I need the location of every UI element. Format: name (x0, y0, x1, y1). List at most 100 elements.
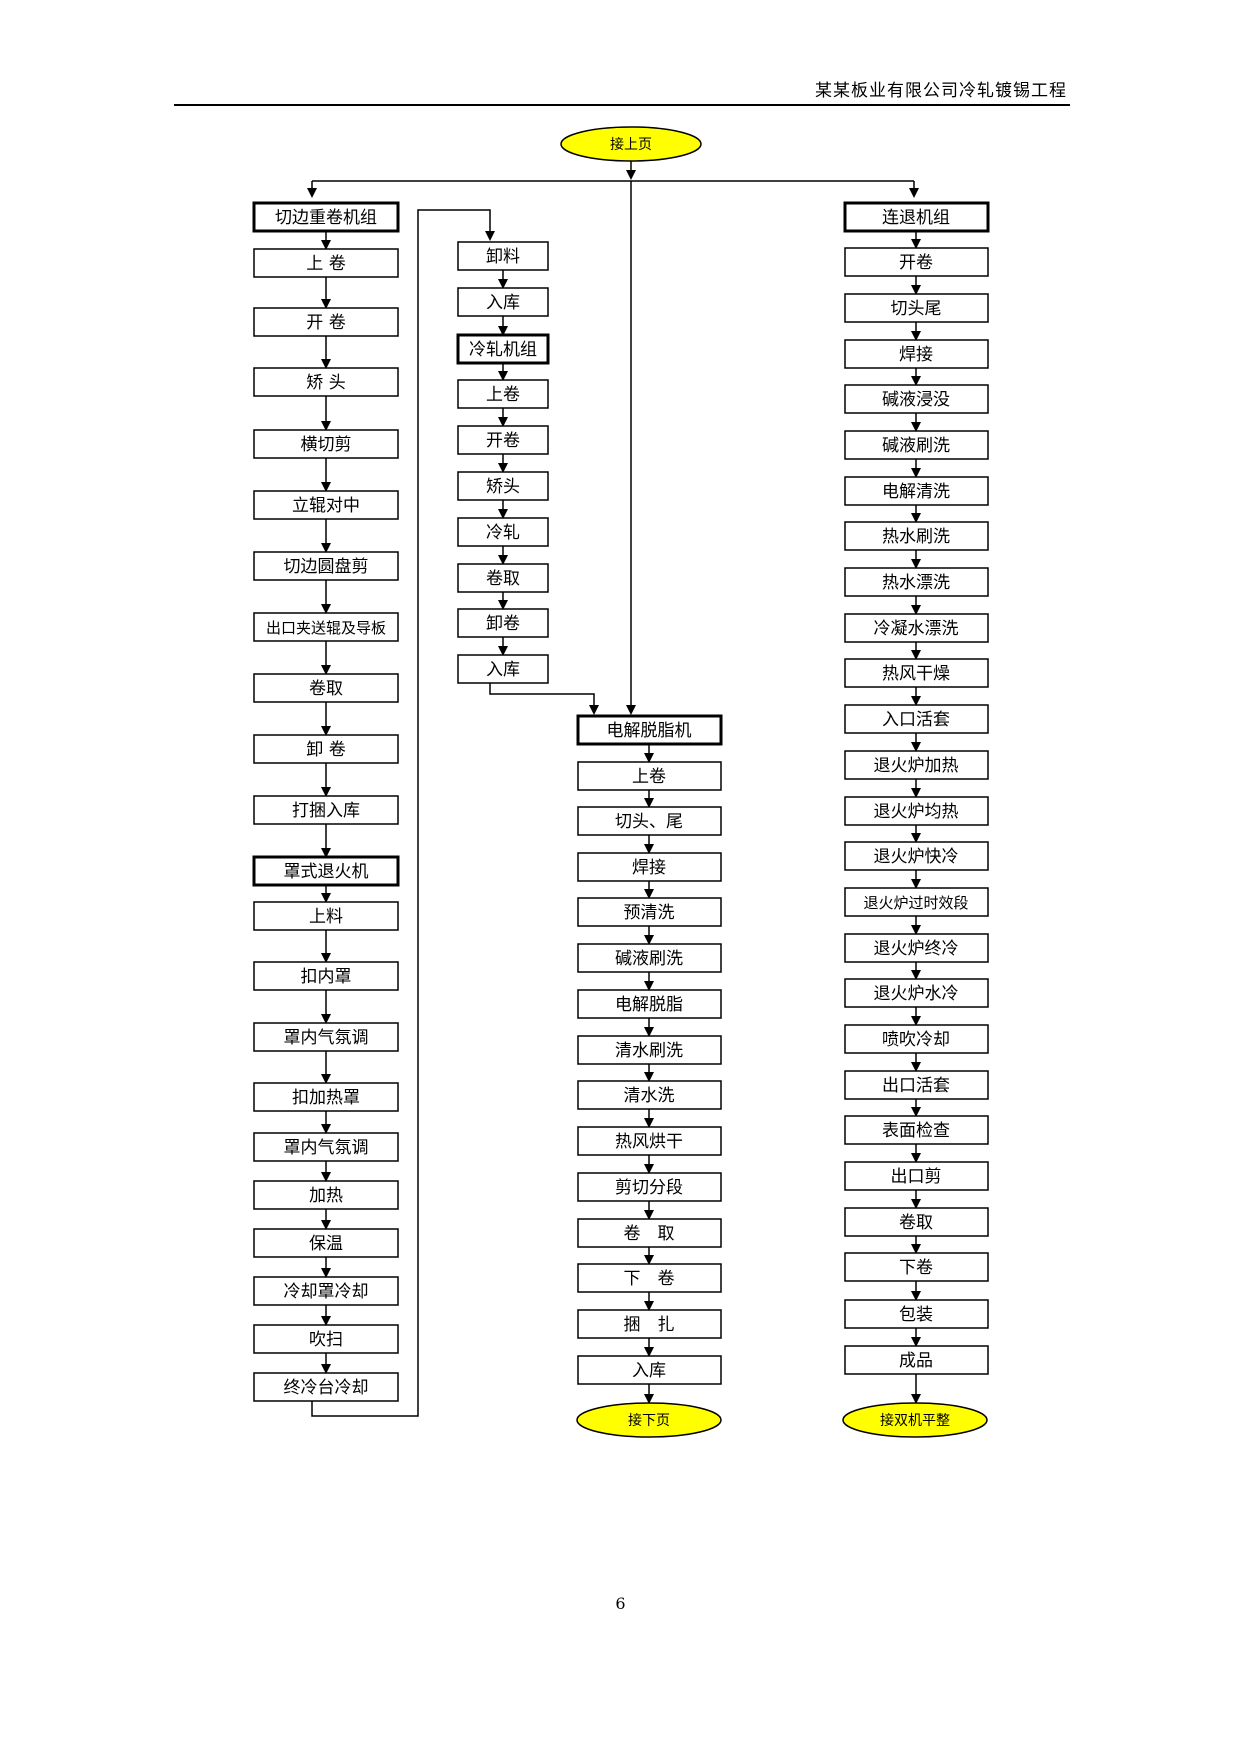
col1-step-frame (252, 855, 400, 887)
col4-step-label: 卷取 (899, 1213, 933, 1233)
col1-step-box: 扣内罩 (253, 961, 399, 991)
col2-step-label: 入库 (486, 660, 520, 680)
col4-step-label: 退火炉终冷 (874, 939, 959, 959)
col4-step-box: 切头尾 (844, 293, 989, 323)
col4-step-box: 出口活套 (844, 1070, 989, 1100)
col1-step-label: 扣内罩 (301, 967, 352, 987)
col4-step-label: 出口活套 (882, 1076, 950, 1096)
col4-step-box: 开卷 (844, 247, 989, 277)
header-rule (174, 104, 1070, 106)
col1-step-box: 上料 (253, 901, 399, 931)
col1-step-frame (253, 1082, 399, 1112)
col3-step-label: 电解脱脂机 (607, 721, 692, 741)
col4-step-label: 入口活套 (882, 710, 950, 730)
col2-step-box: 开卷 (457, 425, 549, 455)
col1-step-box: 卸 卷 (253, 734, 399, 764)
col4-step-box: 连退机组 (843, 201, 990, 233)
col4-step-frame (844, 567, 989, 597)
col1-step-label: 罩内气氛调 (284, 1138, 369, 1158)
col3-step-frame (577, 897, 722, 927)
col3-step-frame (577, 1309, 722, 1339)
col4-step-frame (844, 1161, 989, 1191)
col1-step-label: 终冷台冷却 (284, 1378, 369, 1398)
terminal-bottom-right-label: 接双机平整 (880, 1412, 950, 1429)
col2-step-label: 卸料 (486, 247, 520, 267)
col1-step-frame (253, 612, 399, 642)
col2-step-box: 卸卷 (457, 608, 549, 638)
col2-step-frame (456, 333, 550, 365)
col4-step-label: 连退机组 (882, 208, 950, 228)
col1-step-label: 罩式退火机 (284, 862, 369, 882)
col1-step-box: 加热 (253, 1180, 399, 1210)
col2-step-box: 卸料 (457, 241, 549, 271)
col1-step-label: 加热 (309, 1186, 343, 1206)
page-header-title: 某某板业有限公司冷轧镀锡工程 (815, 81, 1067, 101)
col1-step-frame (253, 795, 399, 825)
col3-step-frame (577, 761, 722, 791)
col1-step-box: 卷取 (253, 673, 399, 703)
col4-step-frame (844, 613, 989, 643)
col1-step-frame (253, 307, 399, 337)
col4-step-frame (844, 1207, 989, 1237)
col3-step-frame (577, 1218, 722, 1248)
col3-step-label: 热风烘干 (615, 1132, 683, 1152)
col3-step-frame (577, 989, 722, 1019)
col4-step-box: 退火炉均热 (844, 796, 989, 826)
col4-step-label: 退火炉快冷 (874, 847, 959, 867)
col4-step-frame (844, 339, 989, 369)
link-col2-to-col3 (489, 683, 599, 715)
col4-step-box: 热风干燥 (844, 658, 989, 688)
col2-step-box: 卷取 (457, 563, 549, 593)
col4-step-label: 退火炉加热 (874, 756, 959, 776)
col4-step-frame (844, 841, 989, 871)
col3-step-frame (577, 1080, 722, 1110)
col4-step-box: 热水漂洗 (844, 567, 989, 597)
col4-step-label: 下卷 (899, 1258, 933, 1278)
connector-lines (307, 161, 921, 1417)
col4-step-label: 包装 (899, 1305, 933, 1325)
terminal-top: 接上页 (560, 126, 702, 162)
col4-step-label: 成品 (899, 1351, 933, 1371)
col3-step-frame (577, 1035, 722, 1065)
col1-step-frame (253, 551, 399, 581)
col4-step-box: 表面检查 (844, 1115, 989, 1145)
col2-step-frame (457, 241, 549, 271)
col1-step-label: 切边重卷机组 (275, 208, 377, 228)
col4-step-box: 入口活套 (844, 704, 989, 734)
col4-step-label: 焊接 (899, 345, 933, 365)
col1-step-frame (253, 1022, 399, 1052)
col4-step-frame (844, 1252, 989, 1282)
col4-step-box: 成品 (844, 1345, 989, 1375)
col3-step-box: 清水刷洗 (577, 1035, 722, 1065)
col4-step-frame (844, 1024, 989, 1054)
col1-step-label: 上 卷 (306, 254, 345, 274)
col1-step-frame (253, 429, 399, 459)
col4-step-box: 退火炉终冷 (844, 933, 989, 963)
loop-col1-to-col2 (311, 209, 495, 1417)
col4-step-box: 下卷 (844, 1252, 989, 1282)
col4-step-label: 热水漂洗 (882, 573, 950, 593)
col3-step-label: 清水刷洗 (615, 1041, 683, 1061)
col3-step-frame (577, 852, 722, 882)
col2-step-frame (457, 517, 549, 547)
col4-step-label: 切头尾 (891, 299, 942, 319)
col4-step-box: 退火炉加热 (844, 750, 989, 780)
col3-step-frame (577, 1172, 722, 1202)
col3-step-box: 剪切分段 (577, 1172, 722, 1202)
col4-step-box: 出口剪 (844, 1161, 989, 1191)
col3-step-label: 清水洗 (624, 1086, 675, 1106)
col3-step-label: 上卷 (632, 767, 666, 787)
col2-step-frame (457, 425, 549, 455)
col4-step-label: 喷吹冷却 (882, 1030, 950, 1050)
col1-step-box: 切边圆盘剪 (253, 551, 399, 581)
col1-step-box: 开 卷 (253, 307, 399, 337)
col4-step-label: 热风干燥 (882, 664, 950, 684)
col1-step-box: 横切剪 (253, 429, 399, 459)
col1-step-frame (253, 734, 399, 764)
col2-step-frame (457, 287, 549, 317)
col1-step-box: 立辊对中 (253, 490, 399, 520)
col1-step-box: 打捆入库 (253, 795, 399, 825)
col4-step-frame (844, 750, 989, 780)
col3-step-box: 预清洗 (577, 897, 722, 927)
